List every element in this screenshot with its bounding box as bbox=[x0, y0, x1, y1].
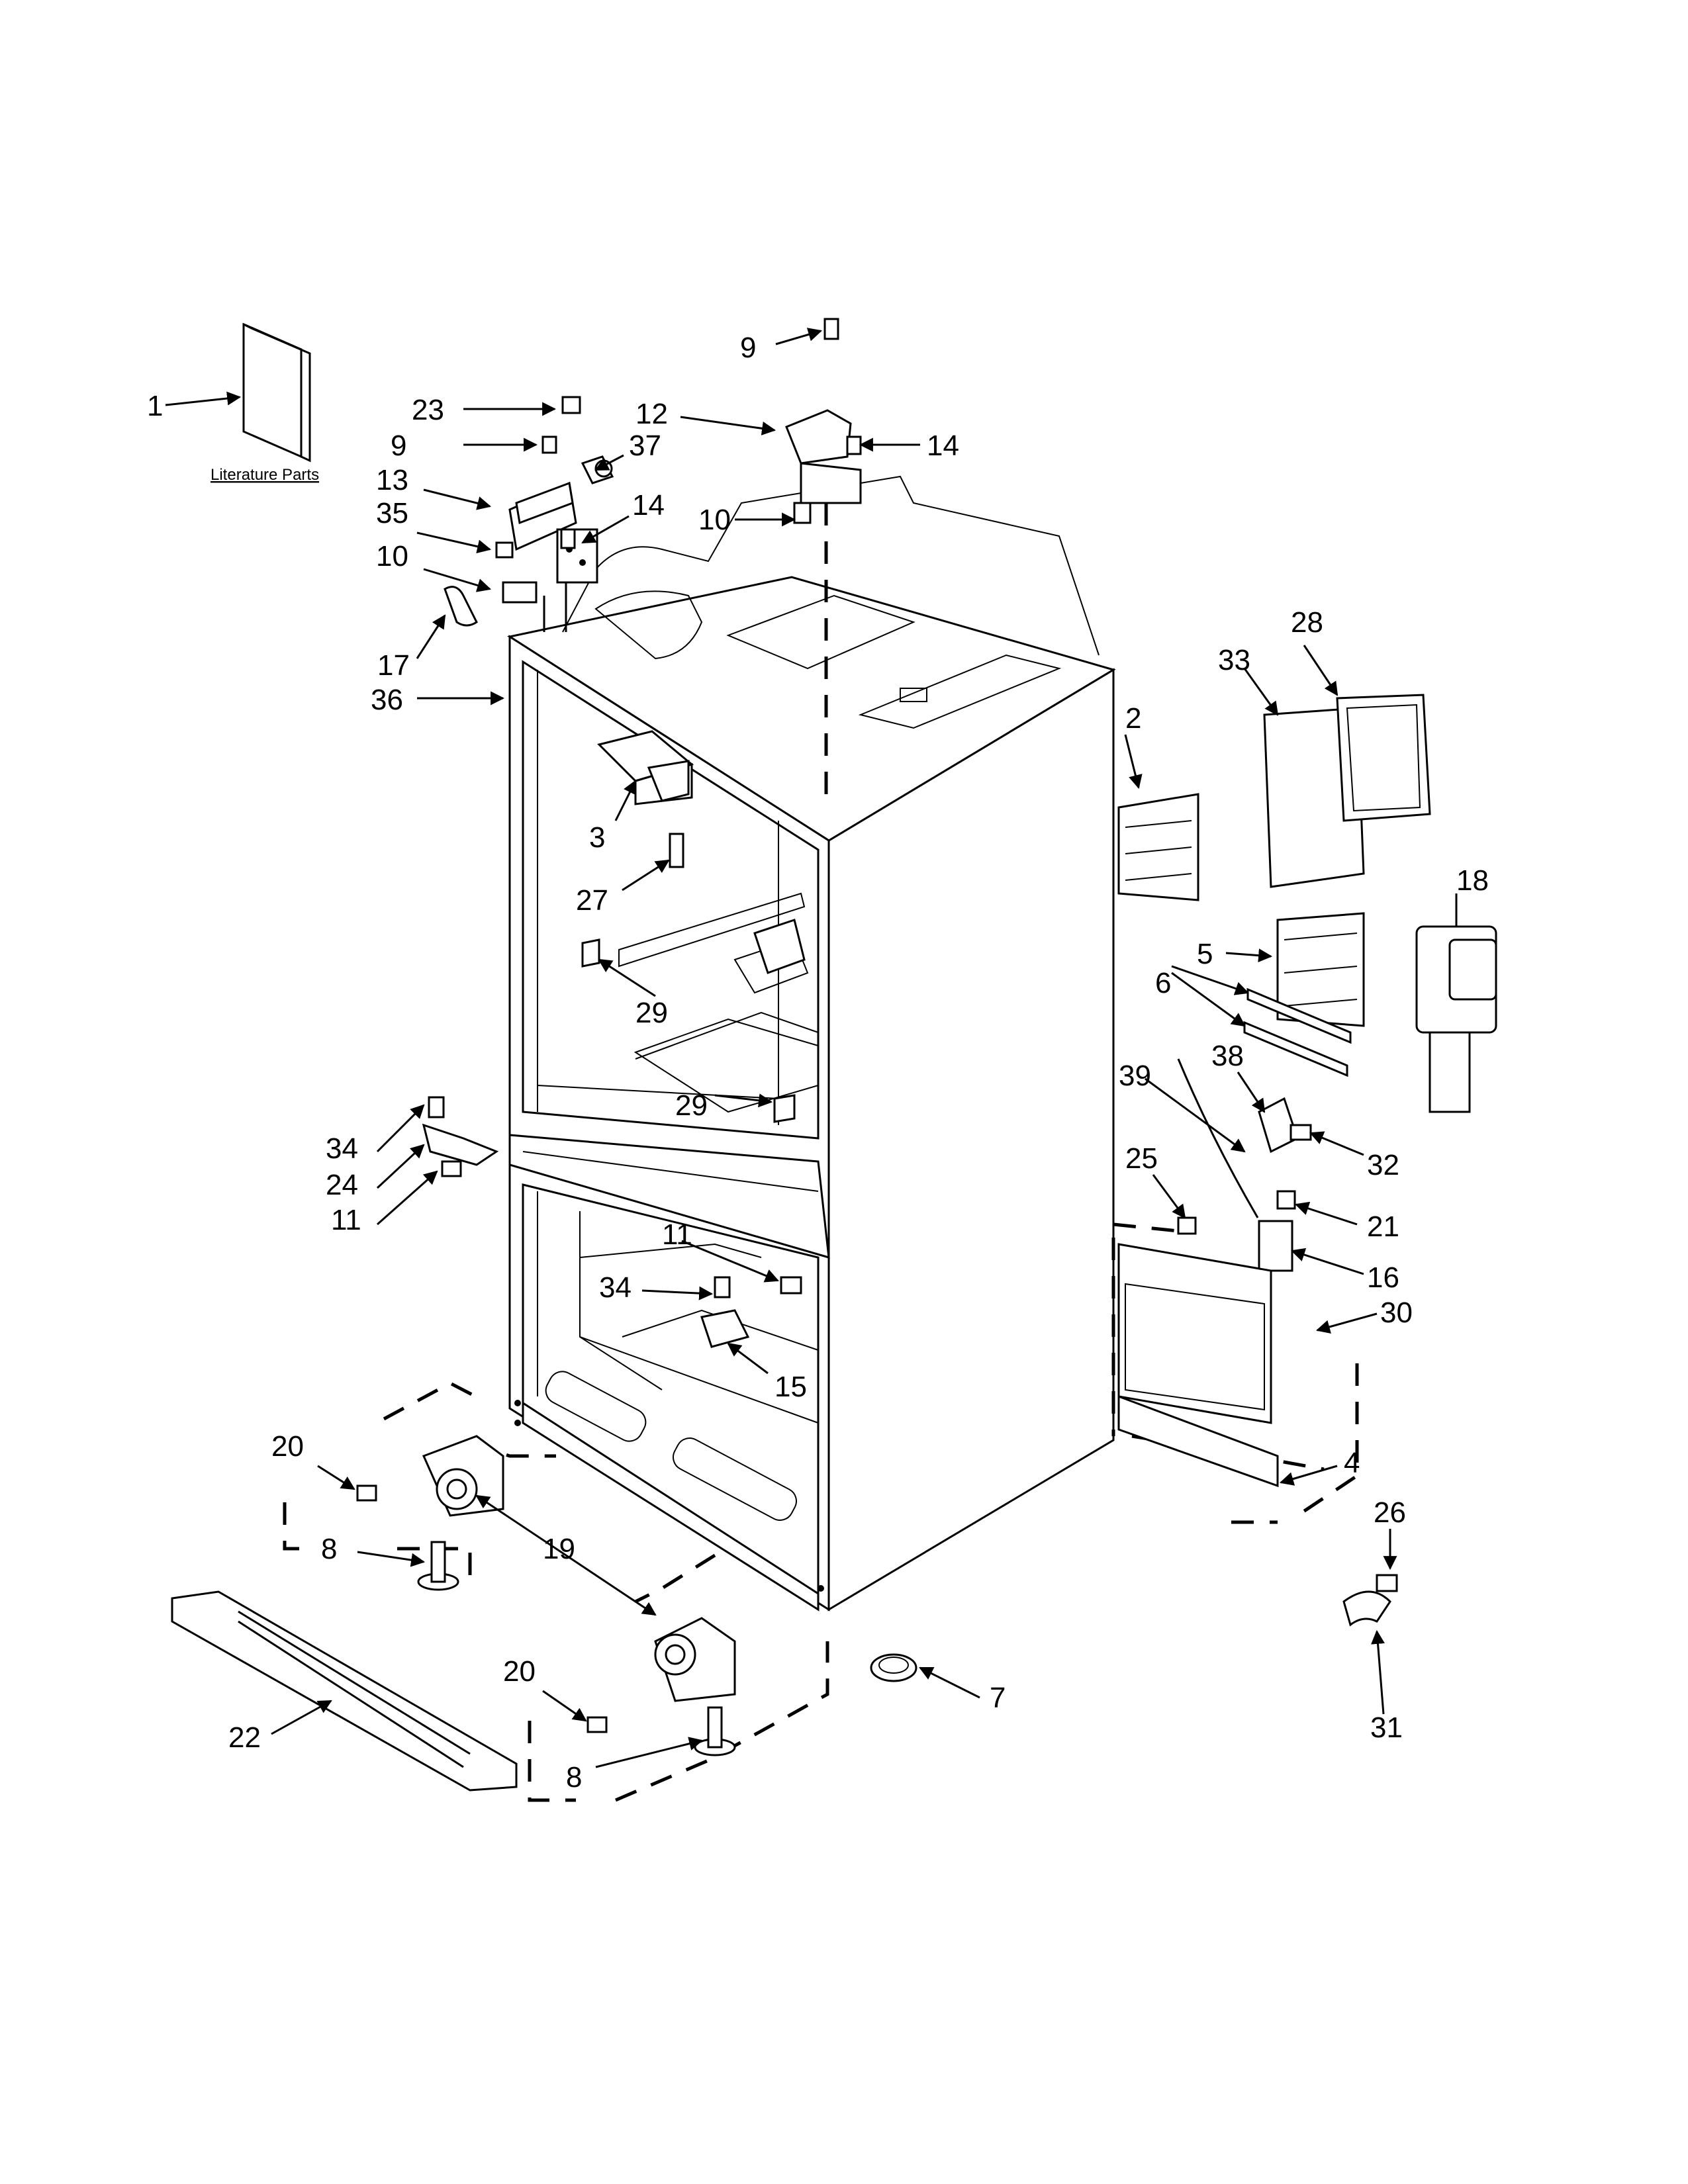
bottom-components bbox=[171, 1096, 917, 1792]
callout-3: 3 bbox=[589, 821, 605, 854]
callout-28: 28 bbox=[1291, 606, 1323, 639]
callout-30: 30 bbox=[1380, 1297, 1413, 1329]
callout-21: 21 bbox=[1367, 1210, 1399, 1243]
right-side-components bbox=[1117, 694, 1497, 1627]
callout-36: 36 bbox=[371, 684, 403, 716]
callout-19: 19 bbox=[543, 1533, 575, 1565]
callout-8: 8 bbox=[321, 1533, 337, 1565]
top-left-hinge-assembly bbox=[444, 396, 614, 632]
callout-26: 26 bbox=[1374, 1496, 1406, 1529]
callout-35: 35 bbox=[376, 497, 408, 529]
callout-20: 20 bbox=[271, 1430, 304, 1463]
explode-lines bbox=[283, 503, 1359, 1802]
callout-labels: 1 23 9 37 13 35 14 10 17 36 9 12 14 10 3… bbox=[147, 332, 1489, 1794]
callout-10: 10 bbox=[376, 540, 408, 572]
callout-16: 16 bbox=[1367, 1261, 1399, 1294]
callout-32: 32 bbox=[1367, 1149, 1399, 1181]
callout-6: 6 bbox=[1155, 967, 1171, 999]
callout-12: 12 bbox=[635, 398, 668, 430]
refrigerator-cabinet bbox=[507, 475, 1116, 1612]
callout-14: 14 bbox=[632, 489, 665, 522]
literature-parts-caption: Literature Parts bbox=[211, 466, 319, 484]
callout-31: 31 bbox=[1370, 1711, 1403, 1744]
callout-33: 33 bbox=[1218, 644, 1250, 676]
callout-25: 25 bbox=[1125, 1142, 1158, 1175]
inner-components bbox=[581, 730, 806, 1123]
callout-10: 10 bbox=[698, 504, 731, 536]
callout-39: 39 bbox=[1119, 1060, 1151, 1092]
callout-13: 13 bbox=[376, 464, 408, 496]
callout-17: 17 bbox=[377, 649, 410, 682]
callout-1: 1 bbox=[147, 390, 163, 422]
leader-lines bbox=[165, 328, 1458, 1768]
callout-9: 9 bbox=[391, 430, 406, 462]
callout-38: 38 bbox=[1211, 1040, 1244, 1072]
callout-34: 34 bbox=[326, 1132, 358, 1165]
callout-29: 29 bbox=[635, 997, 668, 1029]
callout-24: 24 bbox=[326, 1169, 358, 1201]
callout-11: 11 bbox=[662, 1218, 692, 1251]
callout-11: 11 bbox=[331, 1204, 361, 1236]
callout-15: 15 bbox=[774, 1371, 807, 1403]
callout-9: 9 bbox=[740, 332, 756, 364]
callout-34: 34 bbox=[599, 1271, 632, 1304]
callout-14: 14 bbox=[927, 430, 959, 462]
callout-2: 2 bbox=[1125, 702, 1141, 735]
callout-5: 5 bbox=[1197, 938, 1213, 970]
top-right-hinge-assembly bbox=[785, 318, 862, 524]
callout-37: 37 bbox=[629, 430, 661, 462]
callout-29: 29 bbox=[675, 1089, 708, 1122]
literature-booklet bbox=[242, 322, 311, 463]
callout-23: 23 bbox=[412, 394, 444, 426]
callout-22: 22 bbox=[228, 1721, 261, 1754]
callout-20: 20 bbox=[503, 1655, 536, 1688]
callout-18: 18 bbox=[1456, 864, 1489, 897]
callout-27: 27 bbox=[576, 884, 608, 917]
callout-4: 4 bbox=[1344, 1447, 1360, 1479]
callout-7: 7 bbox=[990, 1682, 1006, 1714]
callout-8: 8 bbox=[566, 1761, 582, 1794]
